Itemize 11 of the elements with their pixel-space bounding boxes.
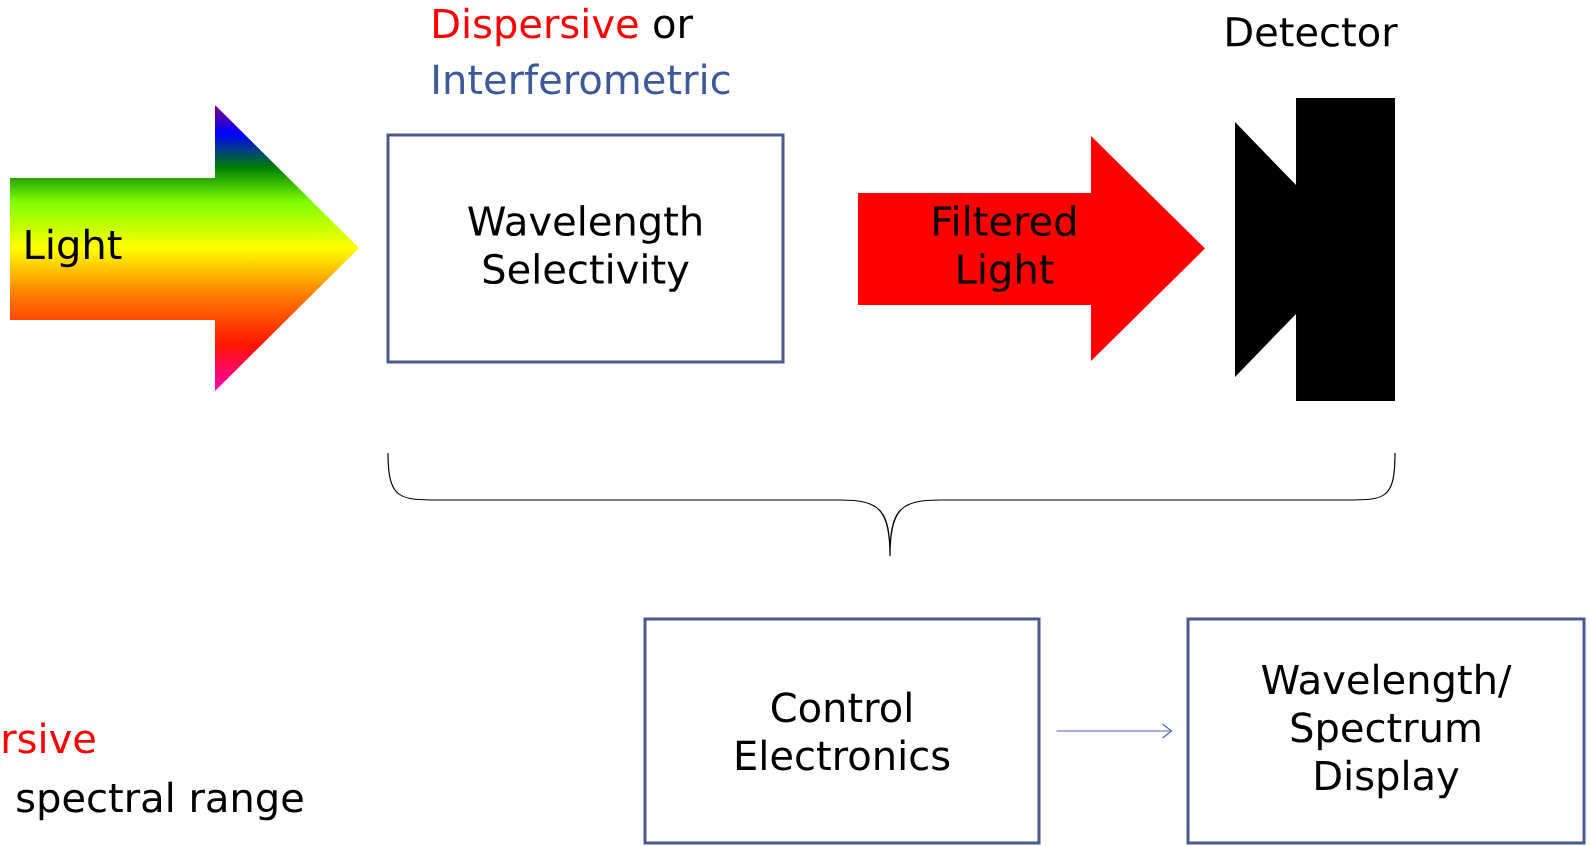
heading-text: or <box>654 15 693 39</box>
process-box: Wavelength/ Spectrum Display <box>1186 617 1586 845</box>
process-box: Control Electronics <box>643 617 1041 845</box>
arrow <box>1055 723 1173 739</box>
side-text: spectral range <box>17 781 303 821</box>
heading-text: Dispersive <box>434 7 638 47</box>
side-text: rsive <box>3 722 95 754</box>
detector-label: Detector <box>1227 17 1398 47</box>
heading-text: Interferometric <box>434 63 730 95</box>
process-box: Wavelength Selectivity <box>386 133 785 364</box>
rainbow-arrow: Light <box>26 228 122 268</box>
